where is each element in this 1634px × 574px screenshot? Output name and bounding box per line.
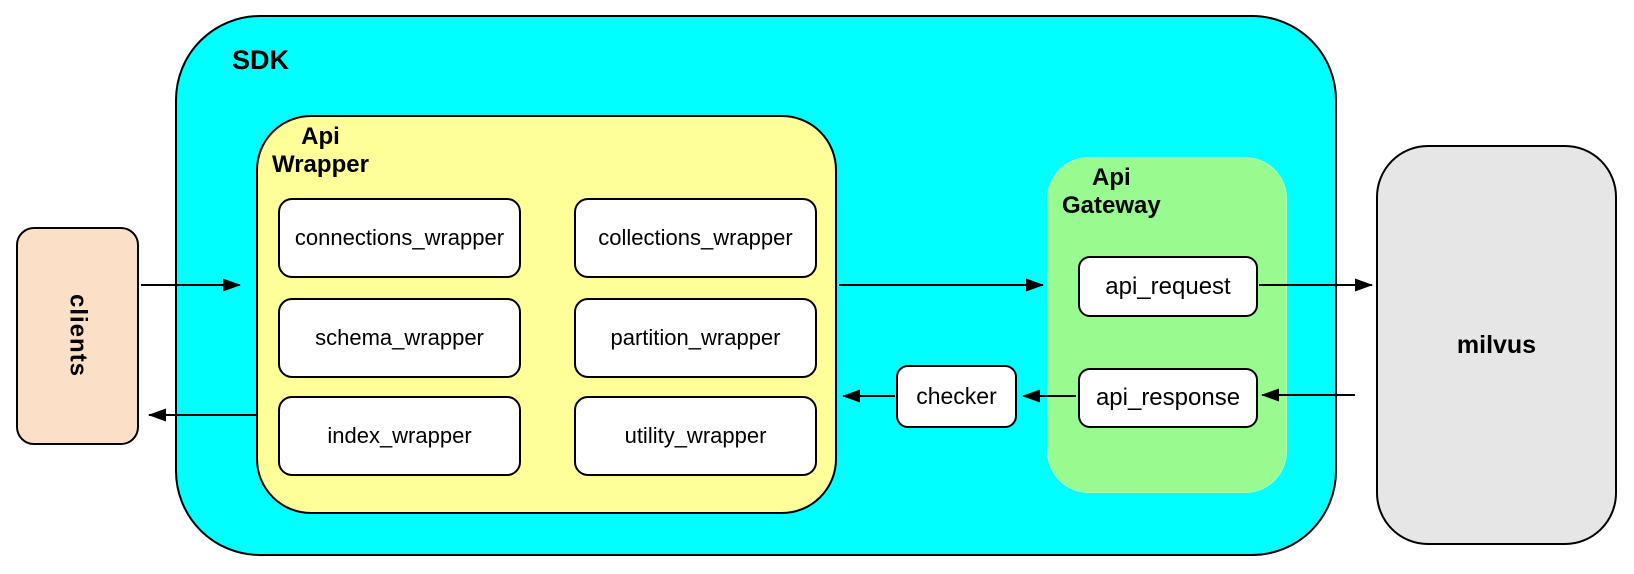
api-wrapper-label-line2: Wrapper [272,151,369,178]
box-utility-wrapper: utility_wrapper [574,396,817,476]
clients-label: clients [64,294,92,378]
box-schema-wrapper: schema_wrapper [278,298,521,378]
api-gateway-label-line1: Api [1092,164,1131,191]
api-gateway-label: Api Gateway [1062,164,1161,220]
milvus-node: milvus [1376,145,1617,545]
box-api-request: api_request [1078,256,1258,317]
box-api-response: api_response [1078,368,1258,428]
box-connections-wrapper: connections_wrapper [278,198,521,278]
api-wrapper-label-line1: Api [301,123,340,150]
box-index-wrapper: index_wrapper [278,396,521,476]
box-partition-wrapper: partition_wrapper [574,298,817,378]
api-wrapper-label: Api Wrapper [272,123,369,179]
api-gateway-container: Api Gateway api_request api_response [1047,157,1287,493]
clients-node: clients [16,227,139,445]
box-collections-wrapper: collections_wrapper [574,198,817,278]
api-gateway-label-line2: Gateway [1062,192,1161,219]
sdk-label: SDK [232,45,290,75]
box-checker: checker [896,365,1017,428]
api-wrapper-container: Api Wrapper connections_wrapper collecti… [256,115,837,514]
